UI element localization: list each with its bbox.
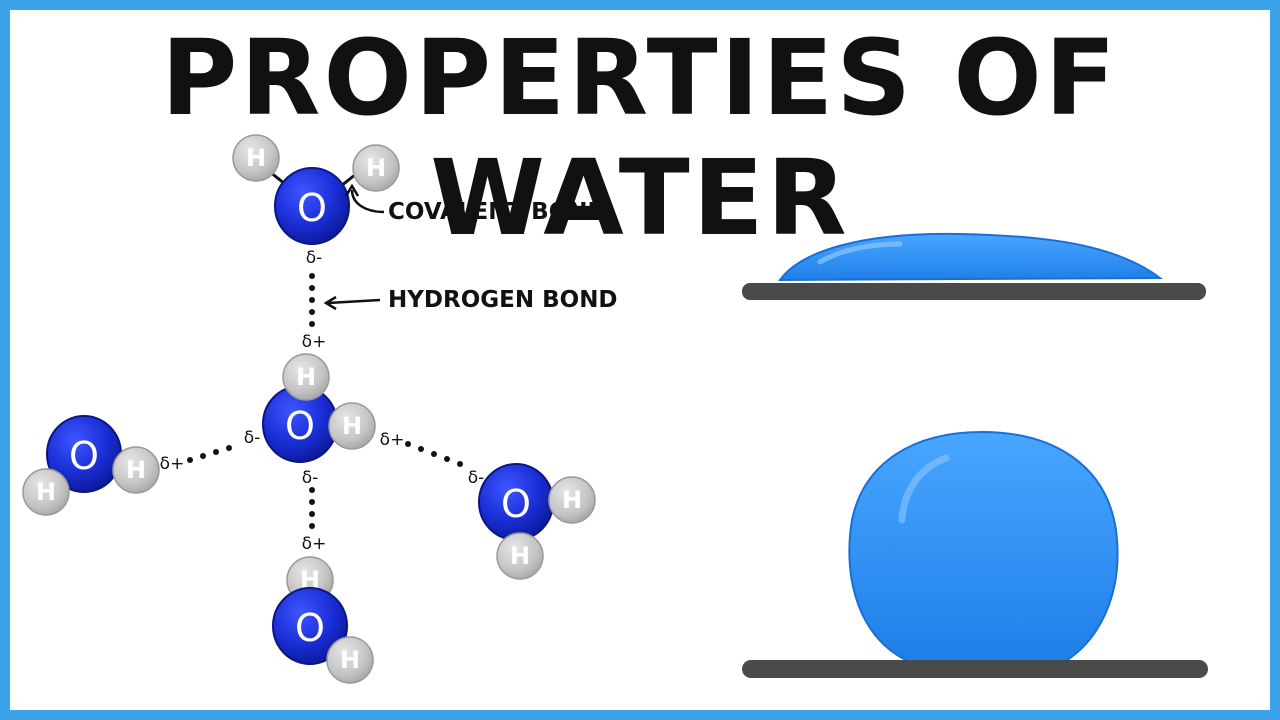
hydrogen-bond-callout: HYDROGEN BOND <box>323 287 618 313</box>
svg-text:H: H <box>342 412 362 440</box>
round-water-drop <box>848 430 1119 663</box>
svg-text:H: H <box>126 456 146 484</box>
hydrogen-bond-label: HYDROGEN BOND <box>388 287 618 313</box>
partial-charges: δ- δ+ δ- δ+ δ+ δ- δ- δ+ <box>160 248 485 554</box>
svg-text:H: H <box>300 566 320 594</box>
covalent-bond-label: COVALENT BOND <box>388 199 607 225</box>
charge-positive: δ+ <box>380 430 405 450</box>
oxygen-atom: O <box>46 415 122 493</box>
arrow-head-icon <box>323 295 337 311</box>
svg-text:O: O <box>285 404 315 448</box>
surface-top <box>742 283 1206 300</box>
surface-bottom <box>742 660 1208 678</box>
charge-positive: δ+ <box>302 534 327 554</box>
oxygen-atom: O <box>272 587 348 665</box>
water-molecule-center: O H H <box>262 353 376 463</box>
svg-text:H: H <box>562 486 582 514</box>
oxygen-atom: O <box>478 463 554 541</box>
callout-arrow <box>327 298 381 305</box>
oxygen-atom: O <box>274 167 350 245</box>
water-molecule-left: O H H <box>22 415 160 516</box>
covalent-bond-callout: COVALENT BOND <box>344 183 607 225</box>
charge-negative: δ- <box>468 468 485 488</box>
svg-text:H: H <box>296 363 316 391</box>
hydrogen-atom: H <box>282 353 330 401</box>
hydrogen-atom: H <box>496 532 544 580</box>
svg-text:O: O <box>501 482 531 526</box>
oxygen-atom: O <box>262 385 338 463</box>
hydrogen-atom: H <box>112 446 160 494</box>
flat-water-drop-illustration <box>742 232 1206 300</box>
callout-arrow <box>350 189 385 214</box>
svg-text:O: O <box>295 606 325 650</box>
charge-negative: δ- <box>306 248 323 268</box>
arrow-head-icon <box>344 183 360 197</box>
charge-negative: δ- <box>244 428 261 448</box>
svg-text:H: H <box>366 154 386 182</box>
hydrogen-atom: H <box>22 468 70 516</box>
svg-text:H: H <box>246 144 266 172</box>
hydrogen-atom: H <box>326 636 374 684</box>
water-molecule-bottom: H O H <box>272 556 374 684</box>
hydrogen-atom: H <box>352 144 400 192</box>
hydrogen-atom: H <box>232 134 280 182</box>
hydrogen-atom: H <box>548 476 596 524</box>
water-molecule-right: O H H <box>478 463 596 580</box>
svg-text:O: O <box>297 186 327 230</box>
charge-positive: δ+ <box>302 332 327 352</box>
page-title: PROPERTIES OF WATER <box>161 17 1119 259</box>
svg-text:O: O <box>69 434 99 478</box>
charge-negative: δ- <box>302 468 319 488</box>
hydrogen-atom: H <box>328 402 376 450</box>
hydrogen-bond-dots <box>187 273 463 529</box>
svg-text:H: H <box>340 646 360 674</box>
flat-water-drop <box>778 232 1163 282</box>
svg-text:H: H <box>36 478 56 506</box>
water-molecule-top: H H O <box>232 134 400 245</box>
round-water-drop-illustration <box>742 430 1208 678</box>
charge-positive: δ+ <box>160 454 185 474</box>
svg-text:H: H <box>510 542 530 570</box>
